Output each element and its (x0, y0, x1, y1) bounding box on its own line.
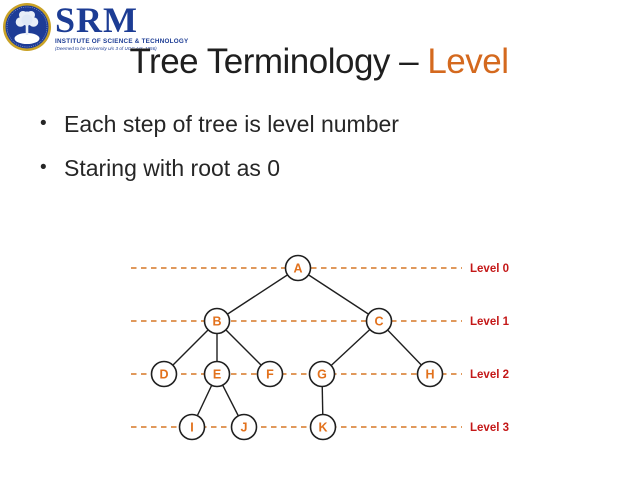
slide-title: Tree Terminology – Level (0, 42, 638, 82)
tree-node-F (256, 360, 284, 388)
tree-node-E (203, 360, 231, 388)
tree-node-label-F: F (266, 367, 274, 381)
tree-node-H (416, 360, 444, 388)
level-label-0: Level 0 (470, 263, 509, 275)
bullet-dot-icon: • (40, 157, 47, 178)
tree-node-J (230, 413, 258, 441)
bullet-text: Each step of tree is level number (64, 111, 399, 137)
srm-logo: SRM INSTITUTE OF SCIENCE & TECHNOLOGY (D… (2, 2, 189, 52)
level-label-1: Level 1 (470, 316, 510, 328)
tree-node-label-E: E (213, 367, 221, 381)
tree-node-A (284, 254, 312, 282)
tree-node-B (203, 307, 231, 335)
bullet-list: • Each step of tree is level number • St… (40, 109, 399, 197)
tree-node-label-I: I (190, 420, 193, 434)
logo-deemed-line: (Deemed to be University u/s 3 of UGC Ac… (55, 46, 157, 52)
tree-node-K (309, 413, 337, 441)
tree-node-label-G: G (317, 367, 327, 381)
tree-node-label-C: C (374, 314, 383, 328)
tree-node-label-J: J (241, 420, 248, 434)
edge-A-C (297, 267, 380, 322)
logo-institute-line: INSTITUTE OF SCIENCE & TECHNOLOGY (55, 38, 189, 46)
tree-node-label-B: B (212, 314, 221, 328)
tree-node-G (308, 360, 336, 388)
tree-node-label-D: D (159, 367, 168, 381)
bullet-item: • Staring with root as 0 (40, 153, 399, 183)
logo-text-block: SRM INSTITUTE OF SCIENCE & TECHNOLOGY (D… (55, 2, 189, 51)
level-label-3: Level 3 (470, 422, 509, 434)
bullet-text: Staring with root as 0 (64, 155, 281, 181)
bullet-item: • Each step of tree is level number (40, 109, 399, 139)
title-highlight: Level (427, 42, 509, 81)
tree-node-label-A: A (293, 261, 302, 275)
logo-brand: SRM (55, 0, 138, 40)
tree-node-D (150, 360, 178, 388)
srm-seal-icon (3, 3, 51, 51)
level-label-2: Level 2 (470, 369, 509, 381)
edge-A-B (216, 267, 299, 322)
tree-node-label-K: K (318, 420, 327, 434)
bullet-dot-icon: • (40, 113, 47, 134)
title-prefix: Tree Terminology – (129, 42, 428, 81)
tree-node-label-H: H (425, 367, 434, 381)
tree-node-C (365, 307, 393, 335)
tree-node-I (178, 413, 206, 441)
